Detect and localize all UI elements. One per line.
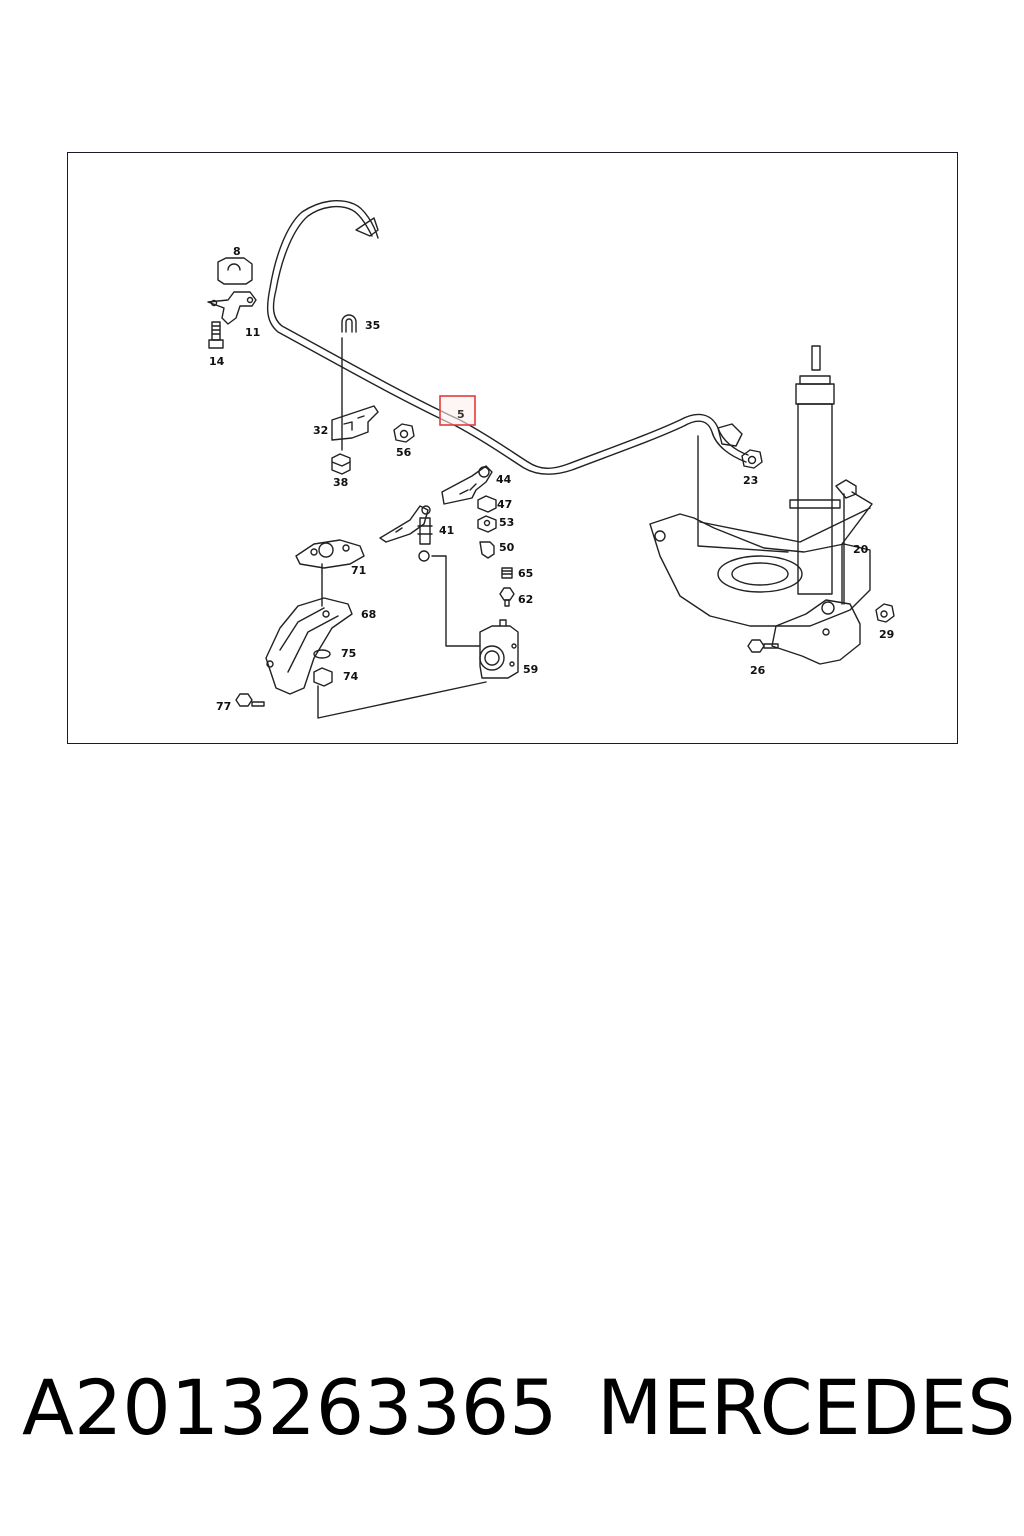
diagram-frame bbox=[67, 152, 958, 744]
nut-56 bbox=[393, 423, 415, 443]
nut-53 bbox=[477, 515, 497, 533]
callout-14: 14 bbox=[209, 355, 225, 368]
callout-11: 11 bbox=[245, 326, 260, 339]
stabilizer-bar bbox=[266, 200, 749, 475]
callout-75: 75 bbox=[341, 647, 356, 660]
u-bolt-35 bbox=[341, 314, 357, 333]
callout-5: 5 bbox=[457, 408, 465, 421]
fitting-50 bbox=[479, 541, 495, 559]
callout-32: 32 bbox=[313, 424, 328, 437]
shock-absorber-20 bbox=[789, 345, 873, 605]
part-number: A2013263365 bbox=[22, 1363, 558, 1452]
control-arm bbox=[649, 507, 871, 627]
callout-56: 56 bbox=[396, 446, 412, 459]
bolt-26 bbox=[747, 639, 779, 653]
callout-50: 50 bbox=[499, 541, 515, 554]
callout-47: 47 bbox=[497, 498, 512, 511]
callout-29: 29 bbox=[879, 628, 894, 641]
bushing-8 bbox=[217, 257, 253, 285]
leader-line bbox=[431, 555, 481, 647]
callout-labels: 8 11 14 35 32 56 38 5 23 44 47 53 41 50 … bbox=[209, 245, 894, 713]
bracket-68 bbox=[265, 597, 353, 695]
callout-26: 26 bbox=[750, 664, 766, 677]
clamp-32 bbox=[331, 405, 379, 441]
callout-23: 23 bbox=[743, 474, 758, 487]
valve-62 bbox=[499, 587, 515, 607]
knuckle bbox=[771, 599, 861, 665]
level-valve-59 bbox=[479, 619, 519, 679]
sensor-41 bbox=[379, 505, 433, 562]
callout-62: 62 bbox=[518, 593, 533, 606]
nut-47 bbox=[477, 495, 497, 513]
washer-75 bbox=[313, 649, 331, 659]
plate-71 bbox=[295, 539, 365, 573]
callout-53: 53 bbox=[499, 516, 514, 529]
callout-35: 35 bbox=[365, 319, 380, 332]
plug-65 bbox=[501, 567, 513, 579]
nut-29 bbox=[875, 603, 895, 623]
bracket-44 bbox=[441, 465, 493, 505]
parts-diagram: 8 11 14 35 32 56 38 5 23 44 47 53 41 50 … bbox=[207, 200, 895, 719]
callout-20: 20 bbox=[853, 543, 869, 556]
nut-74 bbox=[313, 667, 333, 687]
callout-68: 68 bbox=[361, 608, 376, 621]
bolt-77 bbox=[235, 693, 265, 707]
bracket-11 bbox=[207, 291, 257, 325]
highlight-box bbox=[439, 395, 476, 426]
bolt-14 bbox=[208, 321, 224, 349]
leader-line bbox=[697, 435, 789, 553]
brand-name: MERCEDES bbox=[597, 1363, 1016, 1452]
leader-line bbox=[317, 681, 487, 719]
callout-59: 59 bbox=[523, 663, 538, 676]
callout-77: 77 bbox=[216, 700, 231, 713]
callout-41: 41 bbox=[439, 524, 454, 537]
callout-38: 38 bbox=[333, 476, 348, 489]
callout-71: 71 bbox=[351, 564, 366, 577]
callout-74: 74 bbox=[343, 670, 359, 683]
callout-8: 8 bbox=[233, 245, 241, 258]
nut-23 bbox=[741, 449, 763, 469]
callout-44: 44 bbox=[496, 473, 512, 486]
callout-65: 65 bbox=[518, 567, 533, 580]
nut-38 bbox=[331, 453, 351, 475]
